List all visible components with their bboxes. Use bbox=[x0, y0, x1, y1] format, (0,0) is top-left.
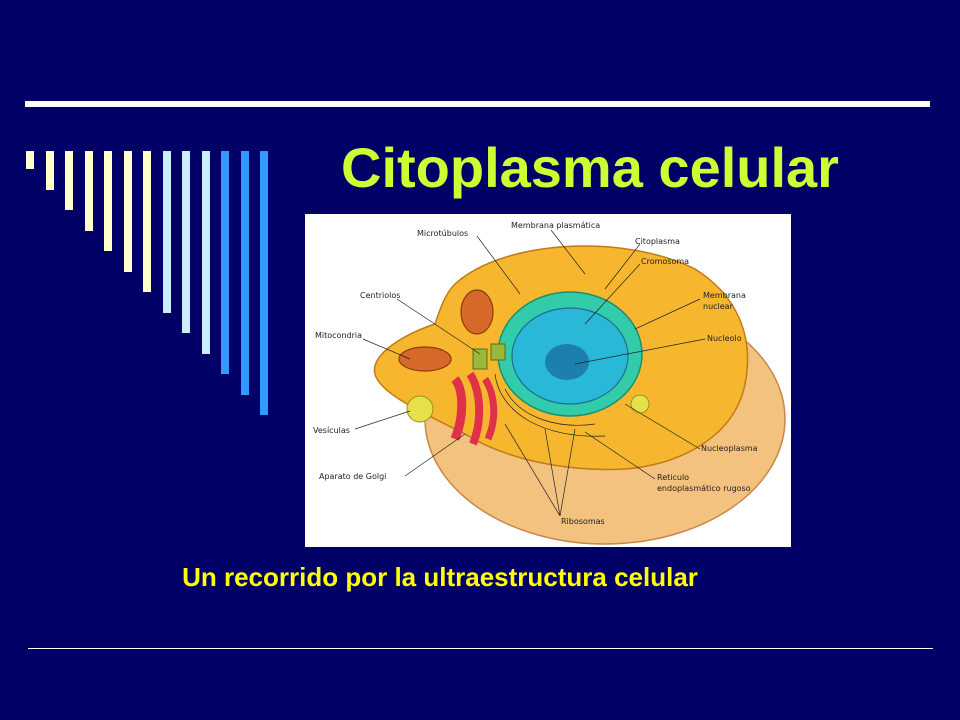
leader-golgi bbox=[404, 433, 466, 477]
label-reticulo-line2: endoplasmático rugoso bbox=[657, 484, 751, 493]
decorative-bar bbox=[84, 151, 93, 231]
decorative-bar bbox=[65, 151, 73, 210]
decorative-bar bbox=[201, 151, 210, 354]
decorative-bar bbox=[240, 151, 249, 395]
decorative-bar bbox=[182, 151, 190, 333]
golgi-apparatus bbox=[450, 376, 467, 441]
leader-citoplasma bbox=[604, 243, 641, 290]
rough-er-fold bbox=[494, 373, 606, 437]
leader-ribosomas bbox=[504, 423, 576, 517]
label-membrana-nuclear-line1: Membrana bbox=[703, 291, 746, 300]
leader-reticulo bbox=[584, 431, 656, 480]
leader-microtubulos bbox=[476, 235, 521, 295]
label-citoplasma: Citoplasma bbox=[635, 237, 680, 246]
leader-mitocondria bbox=[362, 338, 411, 360]
decorative-bar bbox=[123, 151, 132, 272]
label-ribosomas: Ribosomas bbox=[561, 517, 605, 526]
rough-er bbox=[504, 388, 596, 426]
bottom-divider-line bbox=[28, 648, 933, 649]
cell-diagram: Microtúbulos Membrana plasmática Citopla… bbox=[305, 214, 791, 547]
label-membrana-nuclear-line2: nuclear bbox=[703, 302, 734, 311]
cell-illustration: Microtúbulos Membrana plasmática Citopla… bbox=[313, 221, 786, 545]
label-nucleolo: Nucleolo bbox=[707, 334, 742, 343]
label-reticulo-line1: Reticulo bbox=[657, 473, 689, 482]
leader-membrana-nuclear bbox=[634, 298, 701, 330]
top-divider-line bbox=[25, 101, 930, 107]
leader-nucleoplasma bbox=[624, 403, 701, 450]
decorative-bar bbox=[104, 151, 112, 251]
decorative-bar bbox=[260, 151, 268, 415]
vesicle-1 bbox=[406, 395, 434, 423]
leader-vesiculas bbox=[354, 410, 411, 430]
decorative-bar bbox=[221, 151, 229, 374]
decorative-bar bbox=[143, 151, 151, 292]
leader-cromosoma bbox=[584, 263, 641, 325]
label-vesiculas: Vesículas bbox=[313, 426, 350, 435]
label-nucleoplasma: Nucleoplasma bbox=[701, 444, 758, 453]
mitochondrion-left bbox=[398, 346, 452, 372]
decorative-bar bbox=[45, 151, 54, 190]
centriole-1 bbox=[472, 348, 488, 370]
leader-nucleolo bbox=[574, 338, 706, 365]
label-cromosoma: Cromosoma bbox=[641, 257, 689, 266]
leader-centriolos bbox=[396, 298, 481, 355]
mitochondrion-upper bbox=[460, 289, 494, 335]
label-centriolos: Centriolos bbox=[360, 291, 400, 300]
vesicle-2 bbox=[630, 394, 650, 414]
nucleolus bbox=[545, 344, 589, 380]
centriole-2 bbox=[490, 343, 506, 361]
leader-membrana-plasmatica bbox=[550, 229, 586, 275]
label-mitocondria: Mitocondria bbox=[315, 331, 362, 340]
label-membrana-plasmatica: Membrana plasmática bbox=[511, 221, 600, 230]
decorative-bar bbox=[26, 151, 34, 169]
golgi-stack-inner bbox=[481, 377, 498, 441]
golgi-stack bbox=[466, 371, 484, 446]
label-microtubulos: Microtúbulos bbox=[417, 229, 468, 238]
slide-title: Citoplasma celular bbox=[341, 136, 839, 199]
label-aparato-golgi: Aparato de Golgi bbox=[319, 472, 386, 481]
decorative-bar bbox=[162, 151, 171, 313]
slide-subtitle: Un recorrido por la ultraestructura celu… bbox=[182, 562, 698, 592]
